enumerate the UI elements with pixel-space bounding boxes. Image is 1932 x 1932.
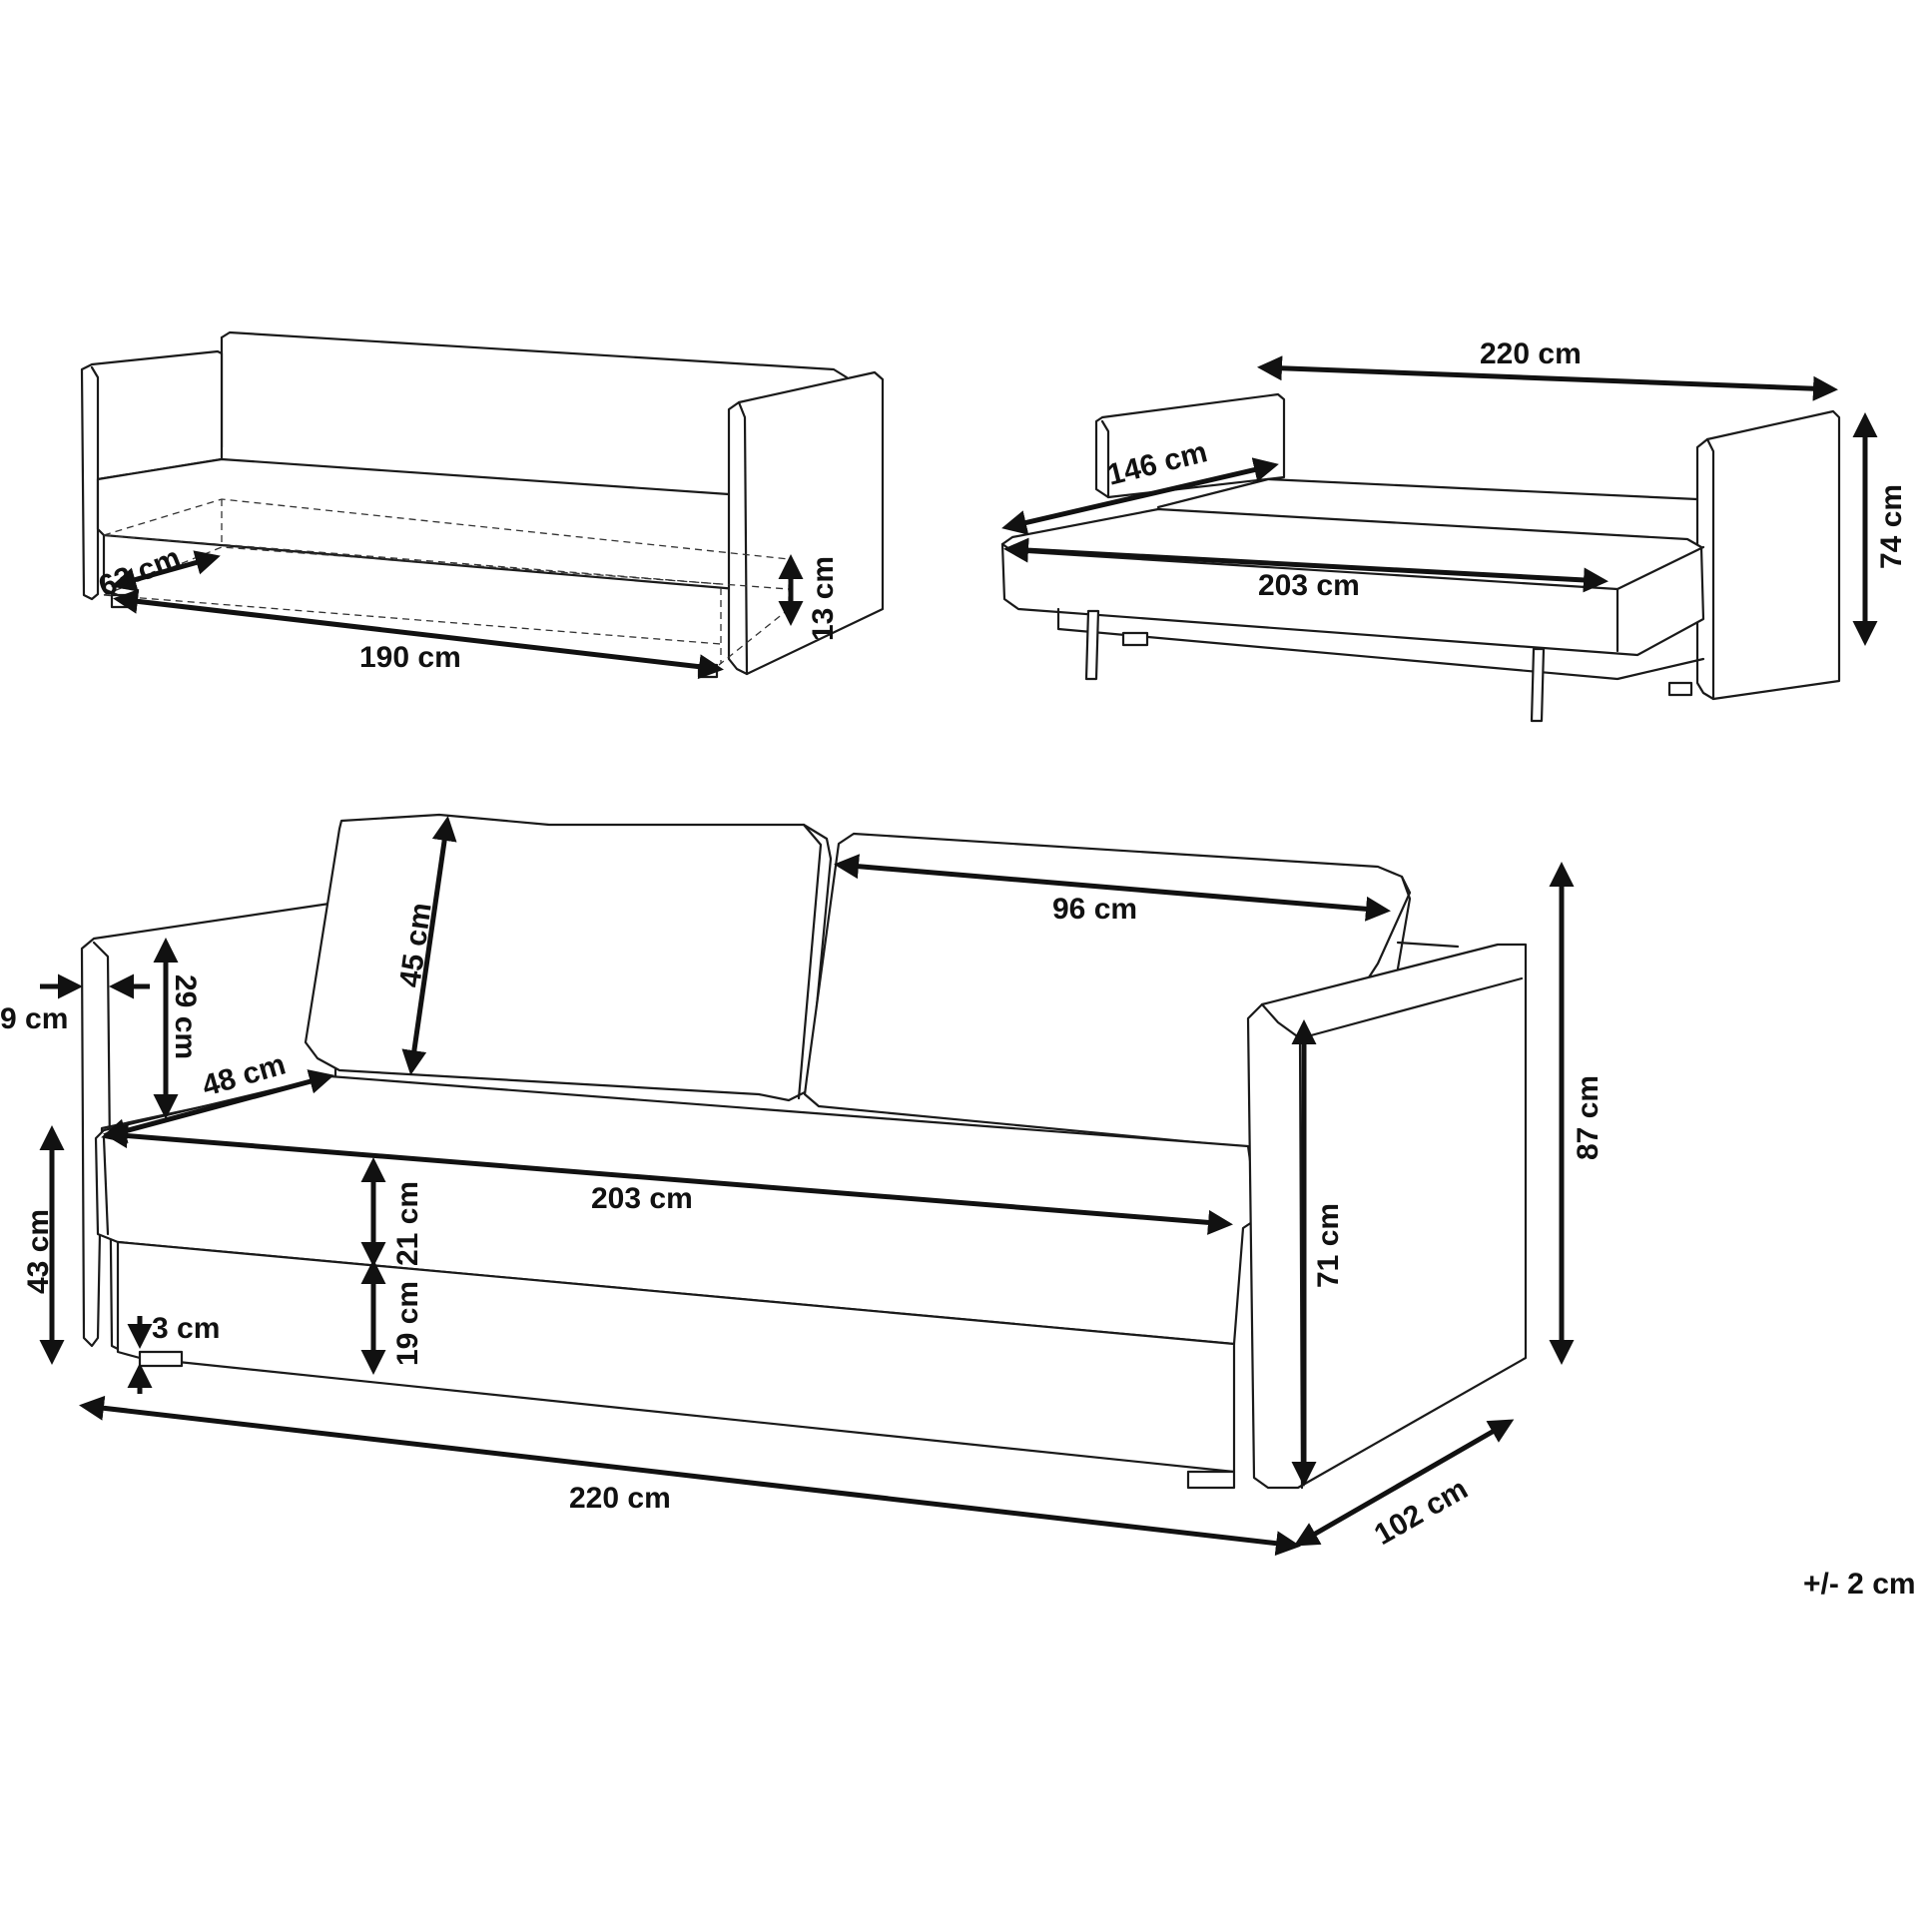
cushion-height-arrow (401, 816, 457, 1075)
total-width-arrow (79, 1395, 1301, 1557)
dimension-arrows (39, 355, 1878, 1557)
total-width-label: 220 cm (569, 1482, 671, 1515)
sofa-folded-view (80, 330, 885, 679)
bed-length-arrow (1003, 537, 1609, 593)
arm-height-label: 71 cm (1312, 1203, 1345, 1288)
total-depth-arrow (1293, 1419, 1515, 1547)
dimension-labels: 63 cm 190 cm 13 cm 220 cm 146 cm 203 cm … (0, 337, 1916, 1601)
bed-width-arrow (1257, 355, 1838, 401)
seat-thickness-label: 21 cm (391, 1181, 424, 1266)
arm-width-label: 9 cm (0, 1002, 68, 1035)
bed-length-label: 203 cm (1258, 569, 1360, 602)
backrest-height-label: 29 cm (169, 974, 202, 1059)
bed-width-label: 220 cm (1480, 337, 1582, 370)
bed-height-label: 74 cm (1875, 484, 1908, 569)
base-height-label: 19 cm (391, 1281, 424, 1366)
seat-width-label: 203 cm (591, 1182, 693, 1215)
folded-leg-label: 13 cm (807, 556, 840, 641)
cushion-width-arrow (834, 854, 1391, 922)
tolerance-note: +/- 2 cm (1803, 1568, 1916, 1601)
folded-length-arrow (113, 588, 724, 680)
cushion-width-label: 96 cm (1052, 893, 1137, 926)
seat-height-label: 43 cm (22, 1209, 55, 1294)
seat-width-arrow (103, 1123, 1233, 1235)
folded-depth-label: 63 cm (94, 541, 185, 603)
folded-length-label: 190 cm (359, 641, 461, 674)
folded-depth-arrow (111, 550, 221, 592)
total-depth-label: 102 cm (1369, 1473, 1474, 1552)
total-height-label: 87 cm (1572, 1075, 1605, 1160)
bed-depth-arrow (1001, 457, 1279, 535)
leg-height-label: 3 cm (152, 1312, 220, 1345)
